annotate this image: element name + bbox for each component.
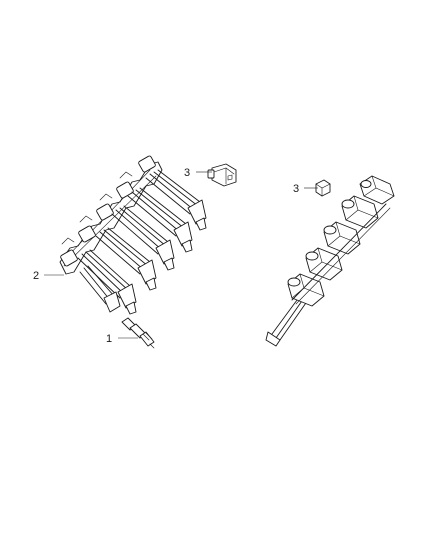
coil-boot-1 [145, 169, 207, 231]
coil-boot-2 [127, 187, 193, 253]
callout-3-left: 3 [184, 167, 212, 179]
callout-1: 1 [106, 333, 138, 345]
coil-boot-4 [95, 227, 157, 291]
coil-housing-1 [287, 273, 325, 307]
coil-boot-6 [79, 265, 121, 313]
callout-label-2: 2 [33, 270, 39, 282]
coil-housing-4 [341, 195, 379, 229]
coil-housing-2 [305, 247, 343, 281]
callout-label-3-right: 3 [293, 183, 299, 195]
callout-label-3-left: 3 [184, 167, 190, 179]
coil-housing-3 [323, 221, 361, 255]
coil-boot-5 [77, 249, 137, 315]
connector-right [315, 179, 331, 197]
spark-plug [121, 317, 155, 349]
coil-boot-3 [111, 205, 175, 271]
callout-label-1: 1 [106, 333, 112, 345]
ignition-coil-bank-right [265, 175, 395, 347]
callout-2: 2 [33, 270, 64, 282]
coil-housing-5 [359, 175, 395, 205]
coil-boot-right-1 [265, 295, 309, 347]
ignition-coil-bank-left [59, 155, 207, 315]
callout-3-right: 3 [293, 183, 318, 195]
connector-left [207, 163, 237, 187]
